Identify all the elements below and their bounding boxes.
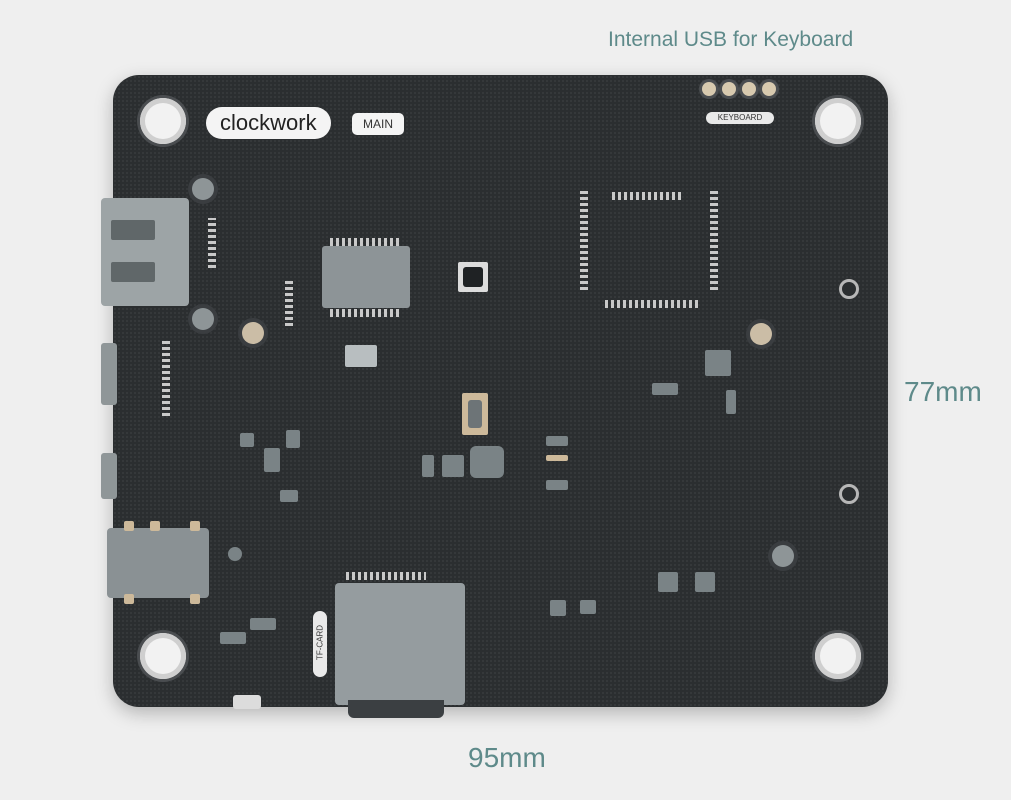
circuit-board	[113, 75, 888, 707]
side-connector	[101, 453, 117, 499]
pad-column	[208, 218, 216, 268]
mounting-hole-bottom-left	[140, 633, 186, 679]
component	[228, 547, 242, 561]
test-pad	[242, 322, 264, 344]
component	[726, 390, 736, 414]
keyboard-pin	[742, 82, 756, 96]
component	[286, 430, 300, 448]
tf-card-tag: TF-CARD	[313, 611, 327, 677]
usb-port	[101, 198, 189, 306]
mounting-hole-top-right	[815, 98, 861, 144]
component	[264, 448, 280, 472]
pad-row	[612, 192, 682, 200]
pad-column	[580, 190, 588, 290]
component	[220, 632, 246, 644]
component	[442, 455, 464, 477]
keyboard-tag: KEYBOARD	[706, 112, 774, 124]
component	[345, 345, 377, 367]
pad-column	[285, 280, 293, 326]
component	[422, 455, 434, 477]
bottom-connector	[233, 695, 261, 709]
solder-tab	[190, 594, 200, 604]
component	[463, 267, 483, 287]
pad-row	[605, 300, 700, 308]
width-dimension-label: 95mm	[468, 742, 546, 773]
component	[546, 455, 568, 461]
component	[652, 383, 678, 395]
height-dimension-label: 77mm	[904, 376, 982, 407]
pad-column	[162, 338, 170, 416]
test-pad	[192, 178, 214, 200]
keyboard-pin	[702, 82, 716, 96]
sd-pins	[346, 572, 426, 580]
usb-slot	[111, 220, 155, 240]
keyboard-pin	[722, 82, 736, 96]
clockwork-logo: clockwork	[206, 107, 331, 139]
sd-card-slot	[335, 583, 465, 705]
component	[546, 480, 568, 490]
test-pad	[772, 545, 794, 567]
mounting-hole-top-left	[140, 98, 186, 144]
via	[839, 279, 859, 299]
tf-card-tag-text: TF-CARD	[315, 624, 325, 661]
ic-pins	[330, 238, 402, 246]
solder-tab	[124, 521, 134, 531]
audio-jack	[107, 528, 209, 598]
inductor-core	[468, 400, 482, 428]
sd-card-tab	[348, 700, 444, 718]
component	[705, 350, 731, 376]
component	[580, 600, 596, 614]
keyboard-pin	[762, 82, 776, 96]
main-ic	[322, 246, 410, 308]
test-pad	[192, 308, 214, 330]
component	[546, 436, 568, 446]
mounting-hole-bottom-right	[815, 633, 861, 679]
internal-usb-caption: Internal USB for Keyboard	[608, 28, 854, 51]
component	[550, 600, 566, 616]
component	[280, 490, 298, 502]
side-connector	[101, 343, 117, 405]
test-pad	[750, 323, 772, 345]
usb-slot	[111, 262, 155, 282]
solder-tab	[150, 521, 160, 531]
solder-tab	[124, 594, 134, 604]
pad-column	[710, 190, 718, 290]
power-ic	[470, 446, 504, 478]
component	[695, 572, 715, 592]
component	[250, 618, 276, 630]
ic-pins	[330, 309, 402, 317]
main-tag: MAIN	[352, 113, 404, 135]
solder-tab	[190, 521, 200, 531]
component	[240, 433, 254, 447]
component	[658, 572, 678, 592]
via	[839, 484, 859, 504]
